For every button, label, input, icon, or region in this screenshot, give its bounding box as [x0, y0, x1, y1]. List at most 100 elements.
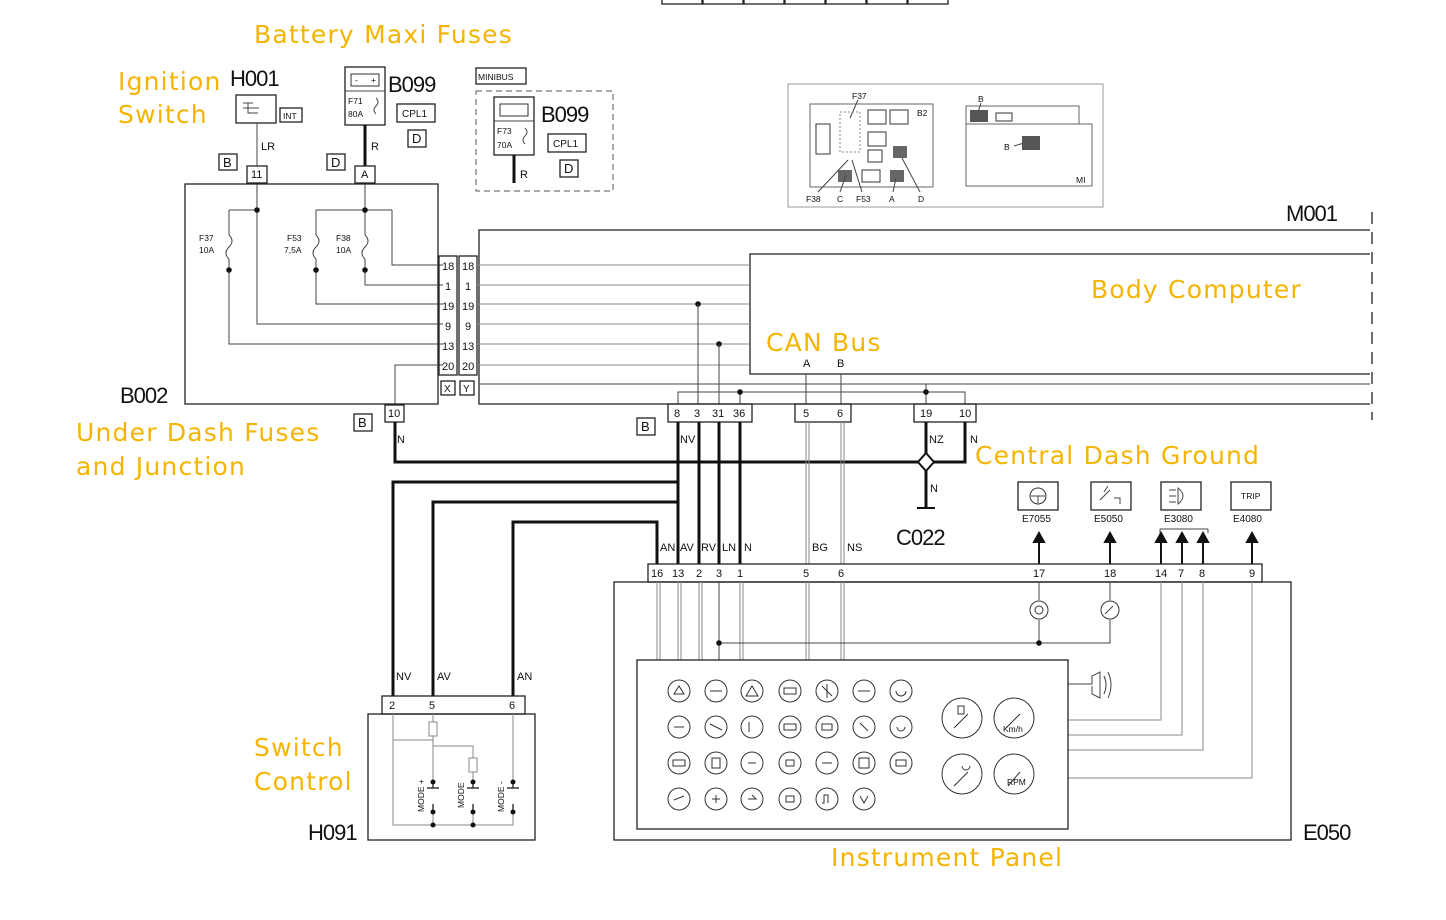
instrument-panel-e050: E050 16 13 2 3 1 5 6 17 18 14 7 8 9 [613, 563, 1352, 845]
svg-text:B: B [223, 155, 232, 170]
svg-text:B: B [358, 415, 367, 430]
svg-text:NS: NS [847, 542, 862, 554]
svg-text:NV: NV [680, 434, 696, 446]
svg-text:80A: 80A [348, 109, 363, 119]
svg-text:1: 1 [445, 281, 451, 293]
switch-control-h091: H091 2 5 6 MODE + MODE MODE - [308, 695, 536, 845]
svg-text:6: 6 [838, 568, 844, 580]
svg-text:CPL1: CPL1 [553, 139, 578, 150]
code-b099-minibus: B099 [541, 102, 589, 127]
svg-text:LN: LN [722, 542, 736, 554]
svg-text:2: 2 [696, 568, 702, 580]
tag-cpl1-minibus [547, 133, 587, 153]
svg-text:CPL1: CPL1 [402, 109, 427, 120]
svg-text:13: 13 [672, 568, 684, 580]
svg-text:A: A [361, 169, 369, 181]
wire-harness: N C022 AN AV RV LN N BG NS NV AV AN [391, 422, 967, 696]
code-b002: B002 [120, 383, 168, 408]
svg-text:10A: 10A [336, 245, 351, 255]
label-under-dash-1: Under Dash Fuses [76, 418, 321, 447]
svg-text:31: 31 [712, 408, 724, 420]
body-computer-m001: M001 A B B 8 3 31 36 5 [477, 201, 1373, 446]
svg-text:B2: B2 [917, 108, 928, 118]
svg-text:RV: RV [701, 542, 717, 554]
svg-text:N: N [970, 434, 978, 446]
svg-text:3: 3 [716, 568, 722, 580]
svg-text:19: 19 [920, 408, 932, 420]
svg-text:19: 19 [442, 301, 454, 313]
svg-text:70A: 70A [497, 140, 512, 150]
svg-text:B: B [641, 419, 650, 434]
tag-b-ignition [218, 153, 238, 171]
tag-cpl1 [396, 103, 436, 123]
svg-text:8: 8 [674, 408, 680, 420]
svg-text:NZ: NZ [929, 434, 944, 446]
svg-text:9: 9 [445, 321, 451, 333]
svg-text:MI: MI [1076, 175, 1085, 185]
svg-text:E7055: E7055 [1022, 514, 1051, 525]
svg-text:A: A [803, 358, 811, 370]
svg-text:5: 5 [429, 700, 435, 712]
svg-text:AV: AV [437, 671, 452, 683]
tag-b-m001 [636, 417, 656, 436]
svg-text:E3080: E3080 [1164, 514, 1193, 525]
svg-text:9: 9 [465, 321, 471, 333]
svg-text:7: 7 [1178, 568, 1184, 580]
tacho-unit: RPM [1007, 777, 1026, 787]
label-switch-control-2: Control [254, 767, 353, 796]
svg-text:1: 1 [465, 281, 471, 293]
headlight-icon [1160, 481, 1202, 511]
svg-text:X: X [444, 384, 451, 395]
svg-text:N: N [930, 483, 938, 495]
tag-d-minibus [559, 159, 579, 178]
tag-d-battery [407, 129, 427, 148]
tag-b-b002-bottom [353, 413, 373, 432]
svg-text:13: 13 [442, 341, 454, 353]
minibus-battery: MINIBUS B099 F73 70A CPL1 D R [475, 67, 614, 192]
svg-text:F73: F73 [497, 126, 512, 136]
ignition-switch: H001 INT LR B 11 [218, 66, 303, 184]
code-m001: M001 [1286, 201, 1338, 226]
svg-text:6: 6 [837, 408, 843, 420]
svg-text:B: B [837, 358, 844, 370]
svg-text:14: 14 [1155, 568, 1167, 580]
svg-text:E5050: E5050 [1094, 514, 1123, 525]
svg-text:7,5A: 7,5A [284, 245, 302, 255]
svg-text:1: 1 [737, 568, 743, 580]
label-instrument-panel: Instrument Panel [831, 843, 1063, 872]
svg-text:E4080: E4080 [1233, 514, 1262, 525]
svg-text:20: 20 [462, 361, 474, 373]
indicator-row: E7055 E5050 E3080 TRIP E4080 [1017, 481, 1272, 564]
wire-label-lr: LR [261, 141, 275, 153]
label-under-dash-2: and Junction [76, 452, 246, 481]
label-central-dash-ground: Central Dash Ground [975, 441, 1260, 470]
svg-text:20: 20 [442, 361, 454, 373]
svg-text:B: B [978, 94, 984, 104]
svg-text:F53: F53 [287, 233, 302, 243]
svg-text:5: 5 [803, 568, 809, 580]
svg-text:N: N [744, 542, 752, 554]
svg-text:Y: Y [463, 384, 470, 395]
svg-text:TRIP: TRIP [1241, 491, 1261, 501]
code-h091: H091 [308, 820, 357, 845]
steering-wheel-icon [1017, 481, 1059, 511]
ignition-switch-symbol [235, 94, 277, 124]
svg-text:18: 18 [462, 261, 474, 273]
svg-text:F71: F71 [348, 96, 363, 106]
svg-text:AN: AN [517, 671, 532, 683]
tag-minibus [475, 67, 527, 85]
svg-text:10: 10 [388, 408, 400, 420]
trip-button-icon [1230, 481, 1272, 511]
label-ignition-switch-1: Ignition [118, 67, 222, 96]
label-battery-maxi-fuses: Battery Maxi Fuses [254, 20, 513, 49]
svg-text:D: D [412, 131, 421, 146]
svg-text:16: 16 [651, 568, 663, 580]
svg-text:+: + [371, 75, 376, 85]
switch-mode-minus: MODE - [496, 781, 506, 812]
svg-text:F37: F37 [852, 91, 867, 101]
svg-text:10A: 10A [199, 245, 214, 255]
tag-int [279, 107, 303, 123]
tag-x [440, 380, 456, 396]
under-dash-fuse-box: B002 F37 10A F53 7,5A F38 10A 18 1 19 9 … [120, 183, 478, 446]
